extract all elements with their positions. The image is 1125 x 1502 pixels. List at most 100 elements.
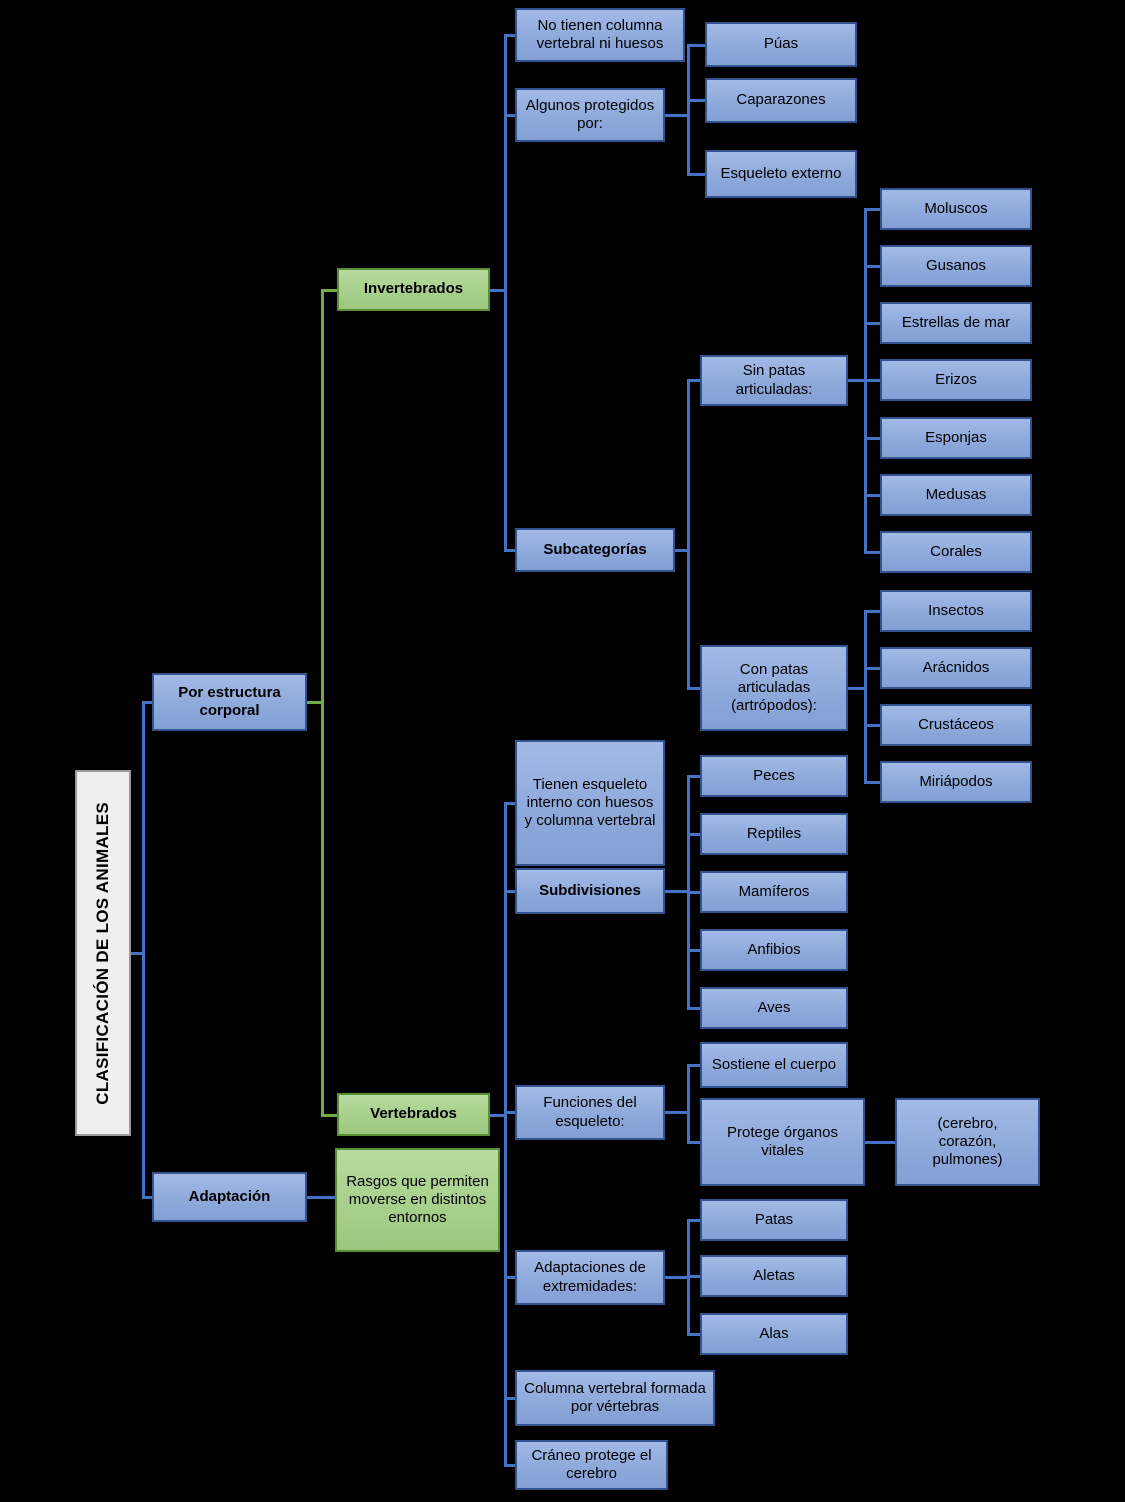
connector-line bbox=[688, 1006, 700, 1010]
connector-line bbox=[505, 801, 515, 805]
node-con-patas-articuladas: Con patas articuladas (artrópodos): bbox=[700, 645, 848, 731]
node-erizos: Erizos bbox=[880, 359, 1032, 401]
connector-line bbox=[865, 1140, 895, 1144]
connector-line bbox=[490, 1113, 505, 1117]
connector-line bbox=[848, 378, 865, 382]
connector-line bbox=[503, 801, 507, 1467]
connector-line bbox=[307, 700, 322, 704]
connector-line bbox=[141, 700, 145, 1199]
node-sostiene-cuerpo: Sostiene el cuerpo bbox=[700, 1042, 848, 1088]
node-protege-organos: Protege órganos vitales bbox=[700, 1098, 865, 1186]
node-puas: Púas bbox=[705, 22, 857, 67]
connector-line bbox=[686, 1063, 690, 1144]
node-esqueleto-interno: Tienen esqueleto interno con huesos y co… bbox=[515, 740, 665, 866]
connector-line bbox=[688, 1218, 700, 1222]
node-algunos-protegidos: Algunos protegidos por: bbox=[515, 88, 665, 142]
connector-line bbox=[865, 321, 880, 325]
node-columna-vertebras: Columna vertebral formada por vértebras bbox=[515, 1370, 715, 1426]
connector-line bbox=[503, 33, 507, 552]
connector-line bbox=[307, 1195, 335, 1199]
node-gusanos: Gusanos bbox=[880, 245, 1032, 287]
node-reptiles: Reptiles bbox=[700, 813, 848, 855]
node-esqueleto-externo: Esqueleto externo bbox=[705, 150, 857, 198]
node-corales: Corales bbox=[880, 531, 1032, 573]
node-aves: Aves bbox=[700, 987, 848, 1029]
connector-line bbox=[686, 378, 690, 690]
connector-line bbox=[490, 288, 505, 292]
connector-line bbox=[865, 493, 880, 497]
connector-line bbox=[688, 1140, 700, 1144]
node-anfibios: Anfibios bbox=[700, 929, 848, 971]
connector-line bbox=[865, 723, 880, 727]
connector-line bbox=[865, 378, 880, 382]
node-adaptaciones-extremidades: Adaptaciones de extremidades: bbox=[515, 1250, 665, 1305]
connector-line bbox=[688, 43, 705, 47]
node-aletas: Aletas bbox=[700, 1255, 848, 1297]
connector-line bbox=[688, 172, 705, 176]
connector-line bbox=[320, 288, 324, 1117]
connector-line bbox=[505, 113, 515, 117]
connector-line bbox=[865, 264, 880, 268]
connector-line bbox=[688, 774, 700, 778]
connector-line bbox=[686, 43, 690, 176]
connector-line bbox=[665, 889, 688, 893]
node-peces: Peces bbox=[700, 755, 848, 797]
node-adaptacion: Adaptación bbox=[152, 1172, 307, 1222]
connector-line bbox=[865, 436, 880, 440]
node-miriapodos: Miriápodos bbox=[880, 761, 1032, 803]
node-rasgos-moverse: Rasgos que permiten moverse en distintos… bbox=[335, 1148, 500, 1252]
connector-line bbox=[505, 889, 515, 893]
connector-line bbox=[665, 113, 688, 117]
connector-line bbox=[688, 890, 700, 894]
node-medusas: Medusas bbox=[880, 474, 1032, 516]
connector-line bbox=[143, 1195, 152, 1199]
node-subdivisiones: Subdivisiones bbox=[515, 868, 665, 914]
connector-line bbox=[848, 686, 865, 690]
node-funciones-esqueleto: Funciones del esqueleto: bbox=[515, 1085, 665, 1140]
connector-line bbox=[688, 948, 700, 952]
node-insectos: Insectos bbox=[880, 590, 1032, 632]
node-no-tienen-columna: No tienen columna vertebral ni huesos bbox=[515, 8, 685, 62]
connector-line bbox=[505, 1396, 515, 1400]
node-subcategorias: Subcategorías bbox=[515, 528, 675, 572]
connector-line bbox=[688, 686, 700, 690]
connector-line bbox=[143, 700, 152, 704]
node-esponjas: Esponjas bbox=[880, 417, 1032, 459]
connector-line bbox=[865, 609, 880, 613]
node-caparazones: Caparazones bbox=[705, 78, 857, 123]
connector-line bbox=[865, 550, 880, 554]
diagram-title-text: CLASIFICACIÓN DE LOS ANIMALES bbox=[92, 801, 112, 1105]
node-invertebrados: Invertebrados bbox=[337, 268, 490, 311]
node-estrellas-de-mar: Estrellas de mar bbox=[880, 302, 1032, 344]
connector-line bbox=[322, 1113, 337, 1117]
connector-line bbox=[505, 33, 515, 37]
node-mamiferos: Mamíferos bbox=[700, 871, 848, 913]
connector-line bbox=[865, 666, 880, 670]
connector-line bbox=[505, 1275, 515, 1279]
connector-line bbox=[688, 1332, 700, 1336]
node-craneo-cerebro: Cráneo protege el cerebro bbox=[515, 1440, 668, 1490]
connector-line bbox=[688, 378, 700, 382]
connector-line bbox=[322, 288, 337, 292]
connector-line bbox=[688, 1274, 700, 1278]
node-cerebro-corazon-pulmones: (cerebro, corazón, pulmones) bbox=[895, 1098, 1040, 1186]
connector-line bbox=[505, 1110, 515, 1114]
node-crustaceos: Crustáceos bbox=[880, 704, 1032, 746]
connector-line bbox=[688, 832, 700, 836]
connector-line bbox=[505, 1463, 515, 1467]
node-sin-patas-articuladas: Sin patas articuladas: bbox=[700, 355, 848, 406]
diagram-title: CLASIFICACIÓN DE LOS ANIMALES bbox=[75, 770, 131, 1136]
connector-line bbox=[665, 1275, 688, 1279]
node-patas: Patas bbox=[700, 1199, 848, 1241]
node-vertebrados: Vertebrados bbox=[337, 1093, 490, 1136]
connector-line bbox=[863, 609, 867, 784]
connector-line bbox=[675, 548, 688, 552]
connector-line bbox=[688, 98, 705, 102]
connector-line bbox=[865, 207, 880, 211]
connector-line bbox=[688, 1063, 700, 1067]
node-moluscos: Moluscos bbox=[880, 188, 1032, 230]
node-alas: Alas bbox=[700, 1313, 848, 1355]
connector-line bbox=[665, 1110, 688, 1114]
node-por-estructura-corporal: Por estructura corporal bbox=[152, 673, 307, 731]
